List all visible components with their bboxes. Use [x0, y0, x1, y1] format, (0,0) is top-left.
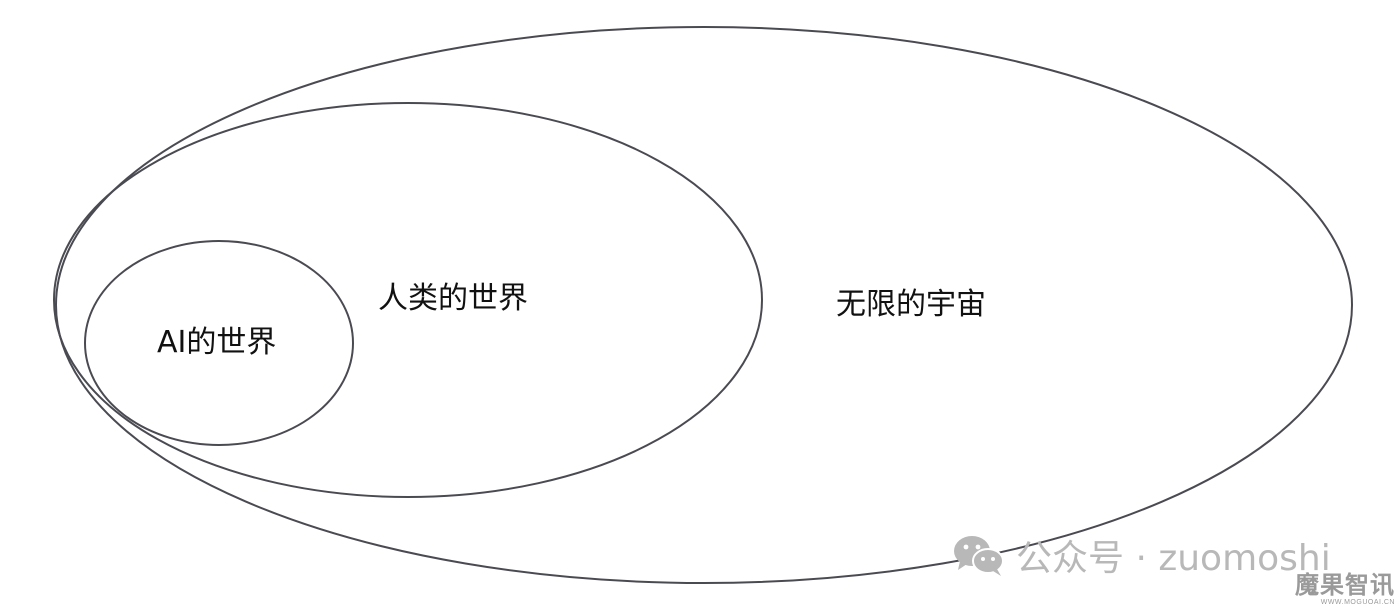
- human-world-label: 人类的世界: [378, 281, 528, 316]
- wechat-icon: [954, 536, 1004, 576]
- universe-label: 无限的宇宙: [836, 287, 986, 322]
- ai-world-label: AI的世界: [157, 325, 277, 360]
- universe-ellipse: [55, 26, 1353, 584]
- ai-world-ellipse: [84, 240, 354, 446]
- corner-logo-url: WWW.MOGUOAI.CN: [1320, 599, 1395, 606]
- watermark: 公众号 · zuomoshi: [952, 532, 1331, 579]
- corner-logo: 魔果智讯 WWW.MOGUOAI.CN: [1295, 572, 1395, 607]
- corner-logo-name: 魔果智讯: [1295, 572, 1395, 599]
- watermark-text: 公众号 · zuomoshi: [1016, 538, 1331, 579]
- human-world-ellipse: [53, 102, 763, 498]
